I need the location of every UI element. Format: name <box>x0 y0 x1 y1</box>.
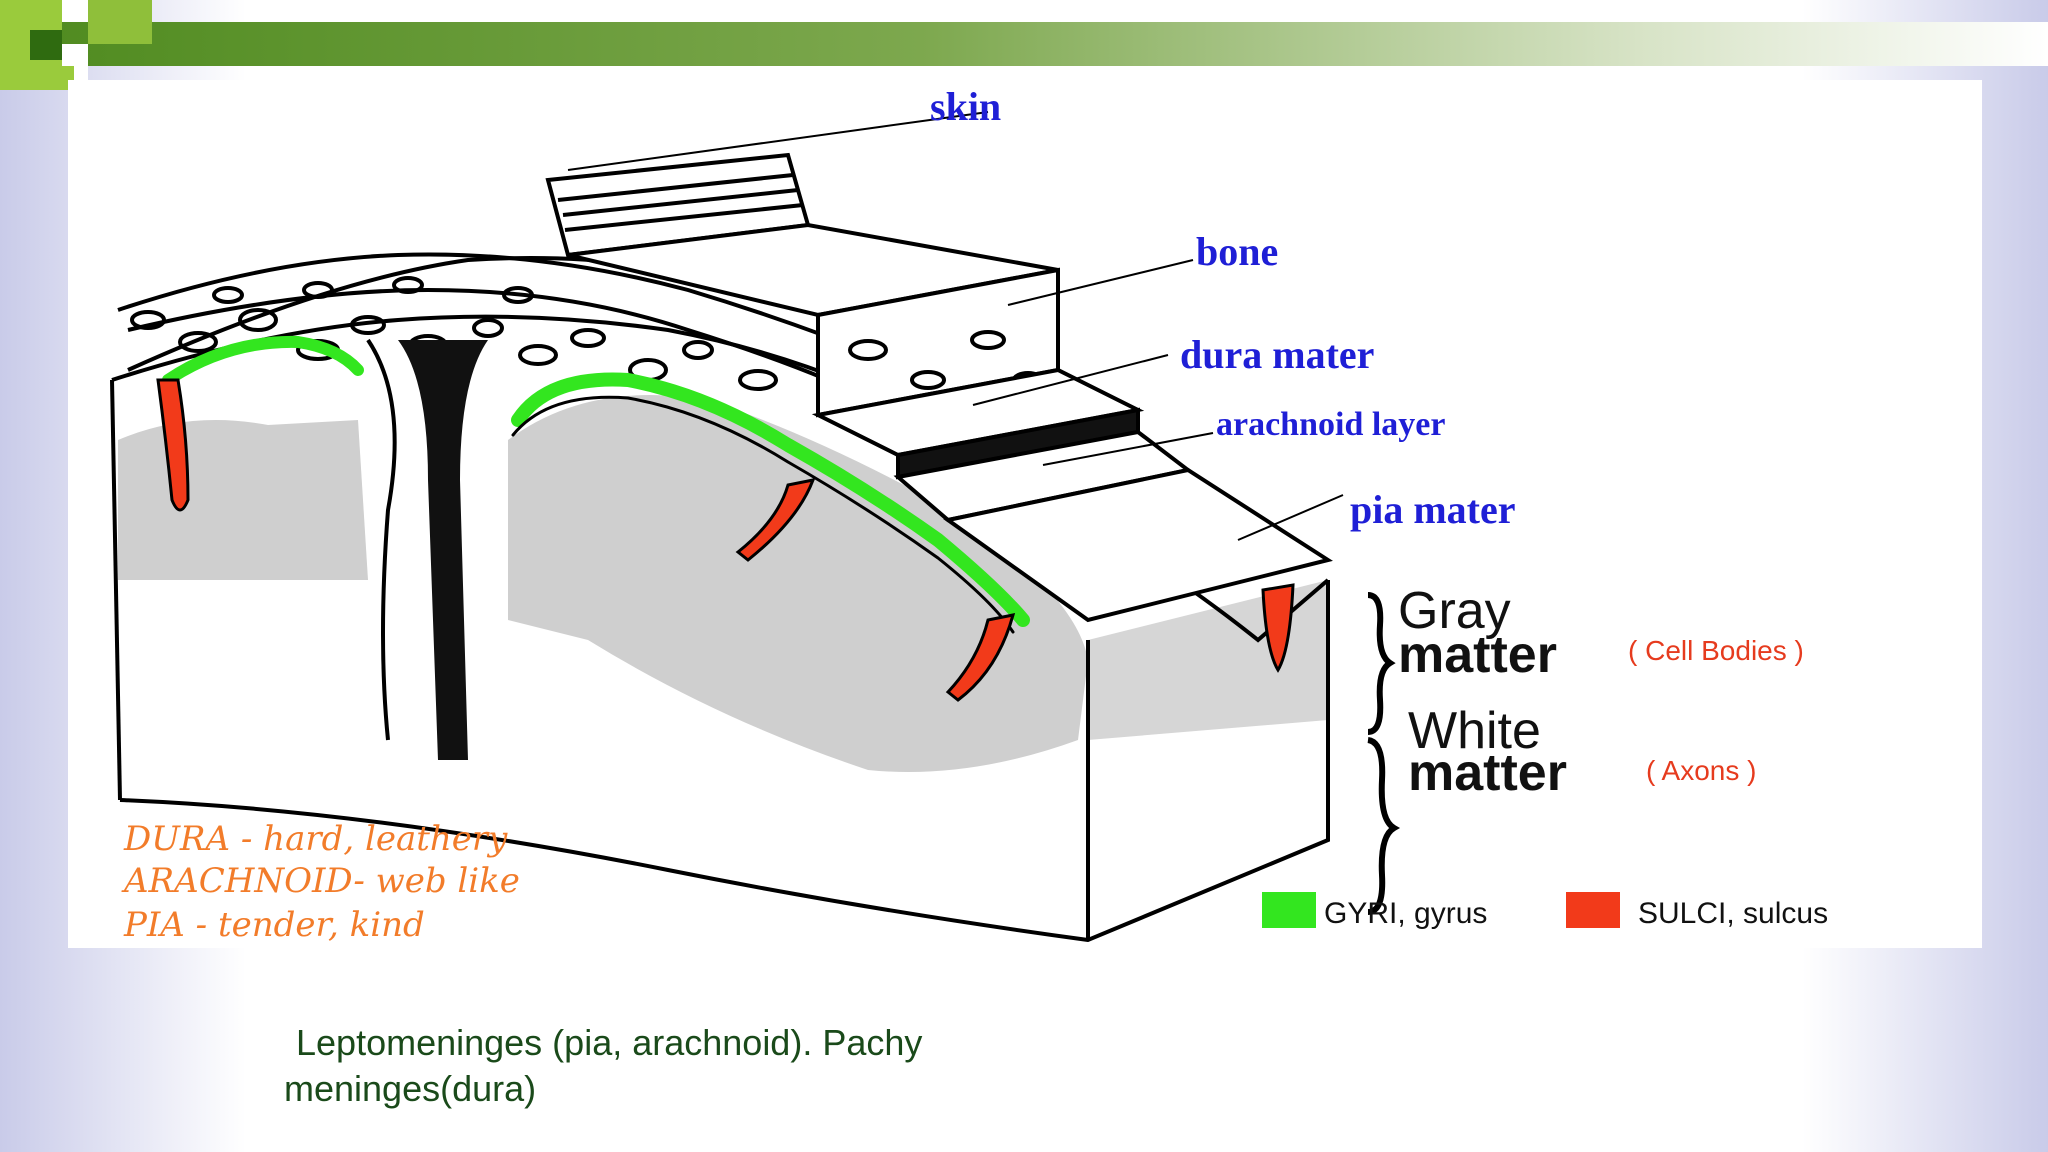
caption-line-1: Leptomeninges (pia, arachnoid). Pachy <box>296 1022 923 1063</box>
slide-caption: Leptomeninges (pia, arachnoid). Pachy me… <box>284 1020 1044 1112</box>
label-axons: ( Axons ) <box>1646 755 1756 786</box>
legend: GYRI, gyrus SULCI, sulcus <box>1262 892 1828 930</box>
label-white-matter-line1: White <box>1408 702 1541 760</box>
label-bone: bone <box>1196 229 1278 274</box>
label-white-matter-line2: matter <box>1408 744 1567 802</box>
gyri-green <box>162 335 1030 634</box>
layer-steps <box>545 152 1333 623</box>
legend-label-sulci: SULCI, sulcus <box>1638 897 1828 930</box>
legend-swatch-gyri <box>1262 892 1316 928</box>
note-pia: PIA - tender, kind <box>123 905 425 945</box>
bone-layer <box>117 252 889 391</box>
region-brackets <box>1367 592 1401 915</box>
pointer-lines <box>567 111 1344 541</box>
label-gray-matter-line1: Gray <box>1398 582 1511 640</box>
label-skin: skin <box>930 84 1001 129</box>
label-pia-mater: pia mater <box>1350 487 1516 532</box>
note-arachnoid: ARACHNOID- web like <box>121 861 520 901</box>
note-dura: DURA - hard, leathery <box>123 819 508 859</box>
falx-fold <box>366 338 488 760</box>
caption-line-2: meninges(dura) <box>284 1068 537 1109</box>
meninges-diagram: skin bone dura mater arachnoid layer pia… <box>68 80 1982 948</box>
label-gray-matter-line2: matter <box>1398 626 1557 684</box>
label-dura-mater: dura mater <box>1180 332 1374 377</box>
title-bar-decoration <box>0 0 2048 90</box>
label-cell-bodies: ( Cell Bodies ) <box>1628 635 1804 666</box>
legend-swatch-sulci <box>1566 892 1620 928</box>
legend-label-gyri: GYRI, gyrus <box>1324 897 1487 930</box>
sulci-red <box>156 378 1295 702</box>
label-arachnoid-layer: arachnoid layer <box>1216 406 1445 443</box>
